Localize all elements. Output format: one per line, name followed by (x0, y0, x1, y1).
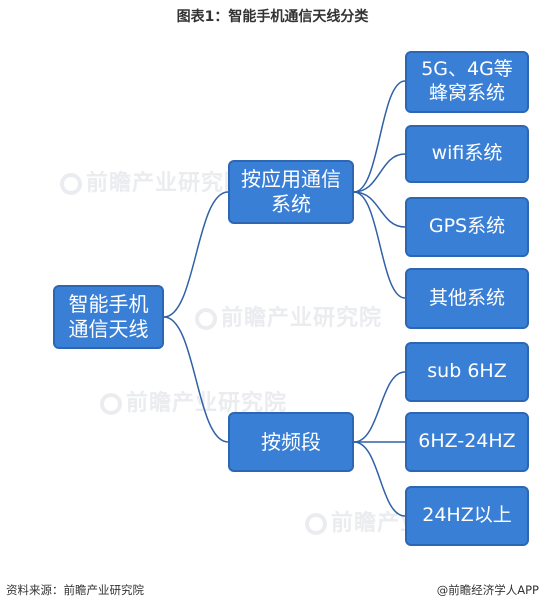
leaf-node-6hz-24hz: 6HZ-24HZ (405, 412, 529, 472)
figure-title: 图表1：智能手机通信天线分类 (176, 9, 369, 25)
watermark-logo-icon (305, 513, 327, 535)
leaf-node-sub-6hz: sub 6HZ (405, 342, 529, 402)
leaf-node-gps: GPS系统 (405, 197, 529, 257)
watermark: 前瞻产业研究院 (195, 300, 382, 332)
leaf-node-wifi: wifi系统 (405, 125, 529, 183)
connector-root-to-branch-1 (163, 191, 229, 318)
leaf-node-cellular: 5G、4G等蜂窝系统 (405, 51, 529, 113)
watermark: 前瞻产业研究院 (60, 165, 247, 197)
connector-branch-1-to-leaf-2 (353, 153, 406, 193)
branch-node-application-system: 按应用通信系统 (228, 160, 354, 224)
branch-node-frequency-band: 按频段 (228, 412, 354, 472)
root-node: 智能手机通信天线 (53, 285, 164, 349)
connector-branch-1-to-leaf-3 (353, 191, 406, 228)
watermark: 前瞻产业研究院 (100, 385, 287, 417)
leaf-node-other: 其他系统 (405, 268, 529, 329)
connector-branch-2-to-leaf-1 (353, 371, 406, 443)
connector-root-to-branch-2 (163, 316, 229, 443)
connector-branch-2-to-leaf-3 (353, 441, 406, 517)
credit-note: @前瞻经济学人APP (436, 583, 539, 597)
connector-branch-1-to-leaf-4 (353, 191, 406, 299)
watermark-logo-icon (195, 308, 217, 330)
leaf-node-24hz-above: 24HZ以上 (405, 486, 529, 546)
source-note: 资料来源：前瞻产业研究院 (6, 583, 144, 597)
watermark-logo-icon (60, 173, 82, 195)
connector-branch-1-to-leaf-1 (353, 80, 406, 193)
watermark-logo-icon (100, 393, 122, 415)
